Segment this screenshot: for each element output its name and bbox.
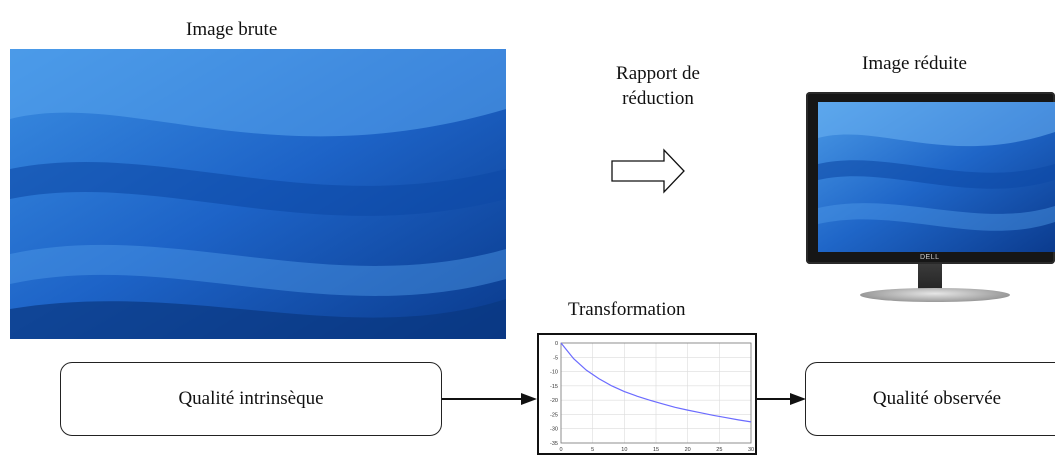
monitor-base — [860, 288, 1010, 302]
series-line — [560, 342, 752, 423]
intrinsic-quality-label: Qualité intrinsèque — [178, 388, 324, 409]
observed-quality-label: Qualité observée — [872, 388, 1002, 409]
x-tick-label: 15 — [653, 447, 659, 453]
y-tick-label: -25 — [550, 412, 558, 418]
y-tick-label: -30 — [550, 427, 558, 433]
x-tick-label: 0 — [559, 447, 562, 453]
monitor-bezel: DELL — [806, 92, 1055, 264]
raw-image-label: Image brute — [186, 19, 278, 40]
x-tick-label: 30 — [748, 447, 754, 453]
observed-quality-box: Qualité observée — [805, 362, 1055, 436]
transformation-label: Transformation — [568, 299, 686, 320]
y-tick-label: 0 — [555, 341, 558, 347]
ratio-label-line1: Rapport de — [616, 63, 700, 84]
transformation-chart: 0 5 10 15 20 25 30 0 -5 -10 -15 -20 -25 -30 -35 — [550, 341, 754, 453]
monitor-screen — [818, 102, 1055, 252]
x-tick-label: 5 — [591, 447, 594, 453]
reduction-arrow-icon — [611, 148, 685, 194]
y-tick-label: -35 — [550, 441, 558, 447]
x-tick-label: 10 — [621, 447, 627, 453]
raw-image — [10, 49, 506, 339]
plot-frame — [560, 342, 752, 444]
ratio-label-line2: réduction — [622, 88, 694, 109]
arrowhead-icon — [521, 393, 537, 405]
reduced-image-label: Image réduite — [862, 53, 967, 74]
x-tick-label: 25 — [716, 447, 722, 453]
transformation-plot: 0 5 10 15 20 25 30 0 -5 -10 -15 -20 -25 -30 -35 — [537, 333, 757, 455]
monitor-image: DELL — [806, 92, 1055, 304]
monitor-brand: DELL — [920, 254, 940, 261]
intrinsic-quality-box: Qualité intrinsèque — [60, 362, 442, 436]
y-tick-label: -15 — [550, 384, 558, 390]
x-tick-label: 20 — [685, 447, 691, 453]
y-tick-label: -20 — [550, 398, 558, 404]
arrowhead-icon — [790, 393, 806, 405]
y-tick-label: -5 — [553, 355, 558, 361]
y-tick-label: -10 — [550, 370, 558, 376]
